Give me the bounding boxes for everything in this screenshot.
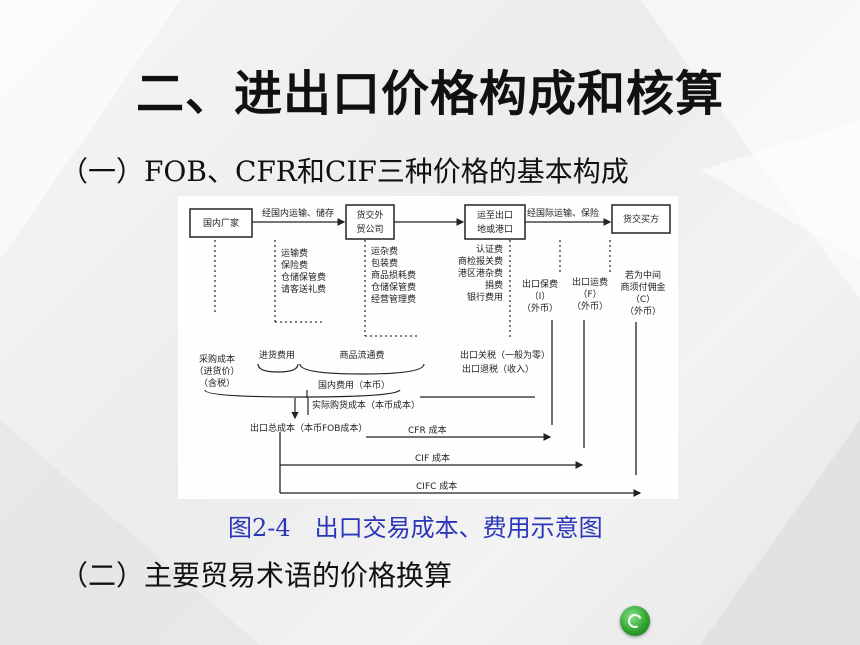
box-company-label-2: 贸公司	[356, 223, 383, 235]
list1-item: 保险费	[281, 259, 308, 271]
domestic-fee-label: 国内费用（本币）	[318, 379, 390, 391]
total-cost-label: 出口总成本（本币FOB成本）	[250, 422, 367, 434]
figure-caption: 图2-4 出口交易成本、费用示意图	[228, 514, 603, 542]
box-factory	[189, 208, 253, 238]
list2-item: 仓储保管费	[371, 281, 416, 293]
list3-item: 银行费用	[467, 291, 503, 303]
box-buyer-label: 货交买方	[623, 213, 659, 225]
cifc-cost-label: CIFC 成本	[416, 480, 457, 492]
arrow-domestic-label: 经国内运输、储存	[262, 207, 334, 219]
insurance-label: （I）	[530, 291, 551, 302]
box-port	[464, 204, 526, 240]
box-buyer	[611, 204, 671, 234]
section-heading-1: （一）FOB、CFR和CIF三种价格的基本构成	[60, 155, 629, 188]
purchase-label: （进货价）	[194, 365, 239, 377]
list3-item: 认证费	[476, 243, 503, 255]
list2-item: 经营管理费	[371, 293, 416, 305]
list2-item: 商品损耗费	[371, 269, 416, 281]
box-company-label-1: 货交外	[356, 209, 383, 221]
commission-label: 商须付佣金	[620, 281, 665, 293]
box-port-label-1: 运至出口	[477, 209, 513, 221]
insurance-label: （外币）	[522, 302, 558, 314]
list1-item: 请客送礼费	[281, 283, 326, 295]
cfr-cost-label: CFR 成本	[408, 424, 447, 436]
stock-fee-label: 进货费用	[259, 349, 295, 361]
commission-label: （外币）	[625, 305, 661, 317]
cif-cost-label: CIF 成本	[415, 452, 450, 464]
list1-item: 运输费	[281, 247, 308, 259]
list3-item: 商检报关费	[458, 255, 503, 267]
list3-item: 捐费	[485, 279, 503, 291]
purchase-label: 采购成本	[199, 353, 235, 365]
commission-label: 若为中间	[625, 269, 661, 281]
box-port-label-2: 地或港口	[477, 223, 513, 235]
box-factory-label: 国内厂家	[203, 217, 239, 229]
list3-item: 港区港杂费	[458, 267, 503, 279]
section-heading-2: （二）主要贸易术语的价格换算	[60, 559, 453, 592]
actual-cost-label: 实际购货成本（本币成本）	[312, 399, 420, 411]
replay-icon[interactable]	[620, 606, 650, 636]
purchase-label: （含税）	[199, 377, 235, 389]
commission-label: （C）	[631, 294, 655, 305]
list1-item: 仓储保管费	[281, 271, 326, 283]
freight-label: （F）	[578, 289, 601, 300]
insurance-label: 出口保费	[522, 278, 558, 290]
list2-item: 运杂费	[371, 245, 398, 257]
freight-label: （外币）	[572, 300, 608, 312]
circulation-fee-label: 商品流通费	[339, 349, 384, 361]
list2-item: 包装费	[371, 257, 398, 269]
tax-label-1: 出口关税（一般为零）	[460, 349, 550, 361]
tax-label-2: 出口退税（收入）	[462, 363, 534, 375]
slide-title: 二、进出口价格构成和核算	[135, 66, 724, 122]
arrow-intl-label: 经国际运输、保险	[527, 207, 599, 219]
freight-label: 出口运费	[572, 276, 608, 288]
